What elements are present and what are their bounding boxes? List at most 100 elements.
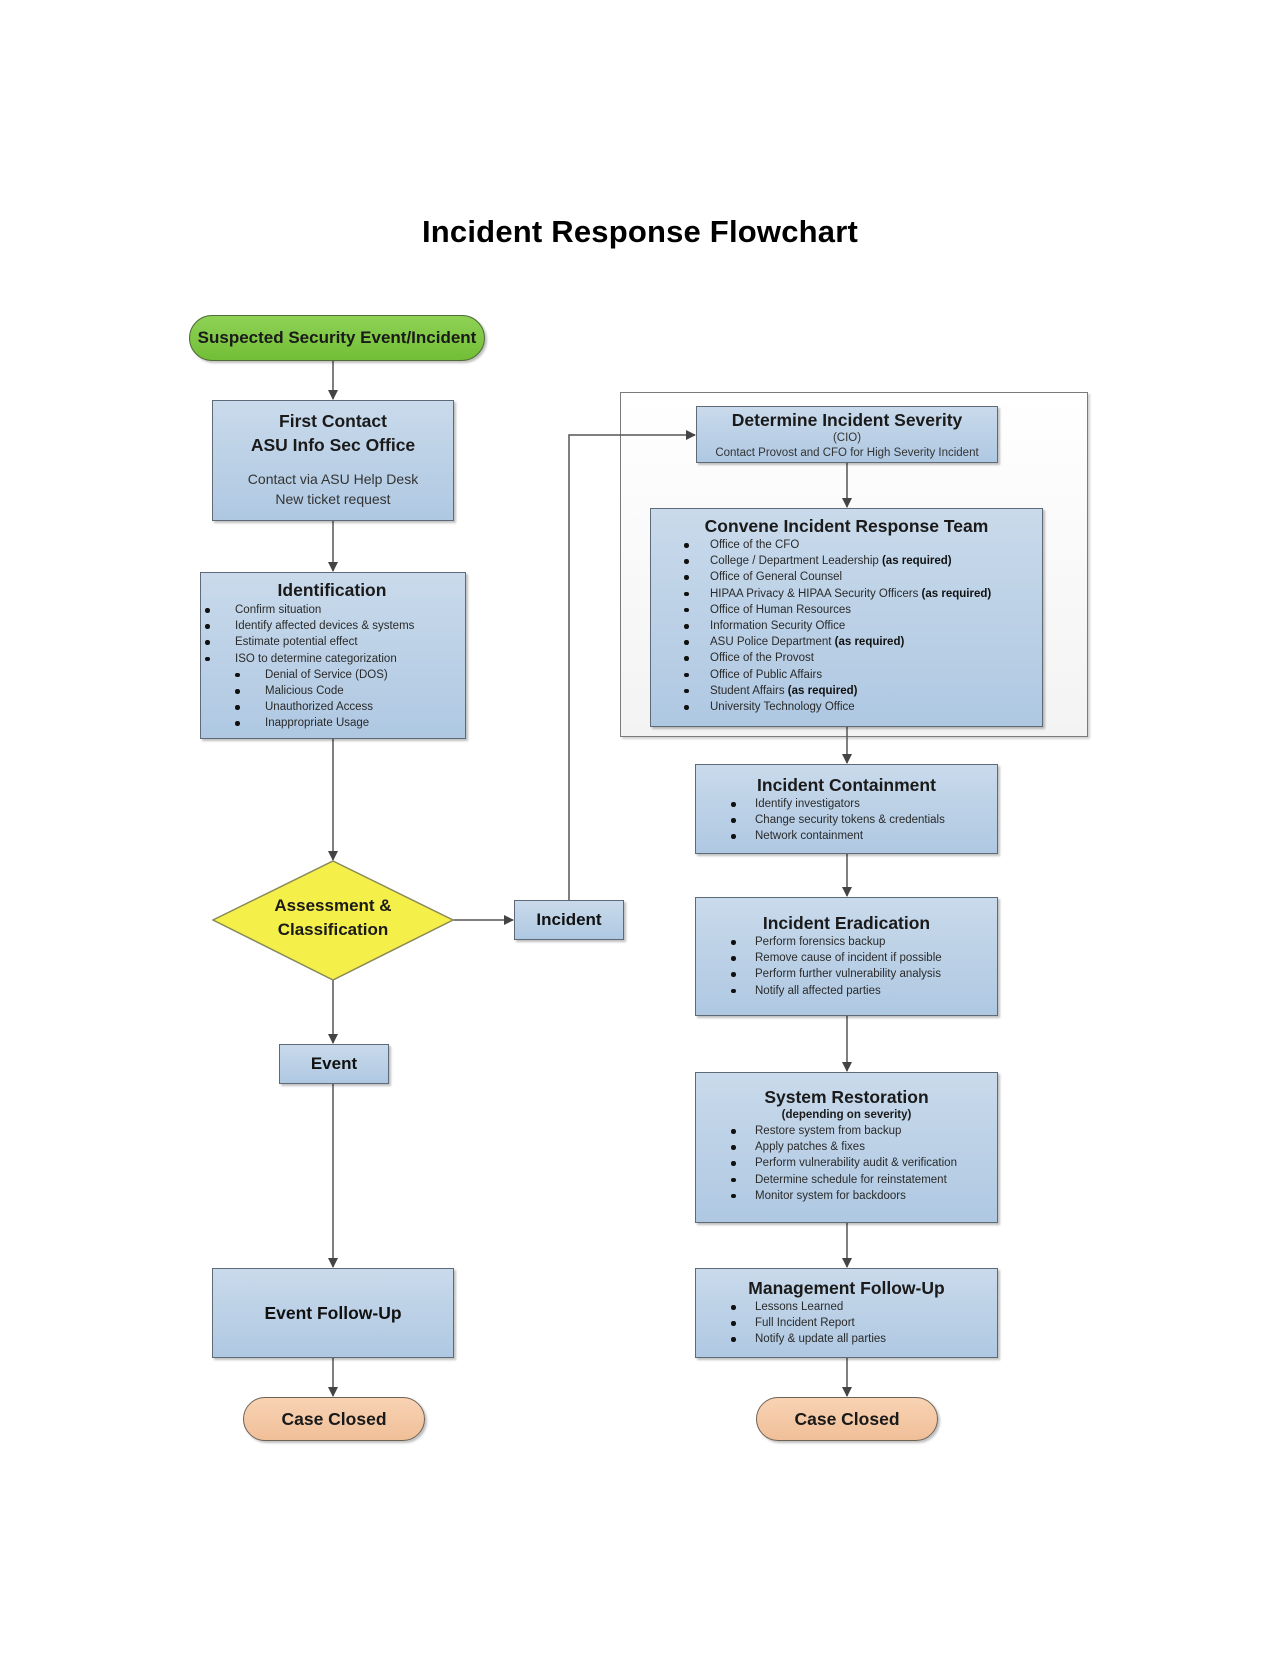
containment-box: Incident Containment Identify investigat… (695, 764, 998, 854)
bullet-icon (731, 972, 736, 977)
event-branch-label: Event (310, 1054, 358, 1073)
bullet-icon (684, 575, 689, 580)
bullet-icon (684, 607, 689, 613)
bullet-icon (684, 543, 689, 548)
list-item-text: Office of General Counsel (710, 571, 843, 584)
bullet-icon (731, 834, 736, 839)
severity-note: Contact Provost and CFO for High Severit… (715, 447, 979, 459)
list-item-text: Full Incident Report (755, 1317, 855, 1330)
list-item: Monitor system for backdoors (731, 1188, 989, 1204)
bullet-icon (731, 1321, 736, 1326)
bullet-icon (731, 1305, 736, 1310)
list-item-text: Unauthorized Access (265, 701, 374, 714)
bullet-icon (235, 689, 240, 694)
bullet-icon (731, 1161, 736, 1166)
response-team-box: Convene Incident Response Team Office of… (650, 508, 1043, 727)
bullet-icon (731, 1145, 736, 1150)
list-item-text: Notify all affected parties (755, 984, 881, 997)
list-item: Unauthorized Access (205, 699, 459, 715)
list-item-text: Apply patches & fixes (755, 1141, 865, 1154)
bullet-icon (684, 624, 689, 629)
severity-role: (CIO) (832, 432, 862, 444)
case-closed-left-label: Case Closed (281, 1408, 387, 1429)
eradication-box: Incident Eradication Perform forensics b… (695, 897, 998, 1016)
list-item: Office of the CFO (684, 537, 1032, 553)
first-contact-title: First Contact ASU Info Sec Office (213, 409, 453, 457)
restoration-title: System Restoration (764, 1087, 929, 1107)
management-title: Management Follow-Up (748, 1278, 945, 1298)
list-item-text: Denial of Service (DOS) (265, 668, 388, 681)
list-item-text: Confirm situation (235, 604, 322, 616)
list-item-text: HIPAA Privacy & HIPAA Security Officers (710, 587, 922, 600)
list-item: Perform further vulnerability analysis (731, 966, 989, 982)
list-item: University Technology Office (684, 699, 1032, 715)
list-item-note: (as required) (787, 684, 858, 697)
bullet-icon (731, 956, 736, 961)
restoration-box: System Restoration (depending on severit… (695, 1072, 998, 1223)
response-team-title: Convene Incident Response Team (704, 516, 989, 536)
list-item: HIPAA Privacy & HIPAA Security Officers … (684, 586, 1032, 602)
list-item: Office of General Counsel (684, 569, 1032, 585)
bullet-icon (205, 624, 210, 629)
decision-label: Assessment & Classification (233, 894, 433, 942)
bullet-icon (684, 640, 689, 645)
list-item: Inappropriate Usage (205, 715, 459, 731)
list-item: College / Department Leadership (as requ… (684, 553, 1032, 569)
bullet-icon (205, 656, 210, 662)
first-contact-title-line1: First Contact (279, 411, 387, 431)
list-item: Estimate potential effect (205, 634, 459, 650)
start-terminator: Suspected Security Event/Incident (189, 315, 485, 361)
eradication-title: Incident Eradication (762, 913, 931, 933)
page-title: Incident Response Flowchart (421, 214, 859, 249)
list-item-text: Perform forensics backup (755, 936, 886, 948)
case-closed-right-terminator: Case Closed (756, 1397, 938, 1441)
list-item: Restore system from backup (731, 1123, 989, 1139)
list-item-text: College / Department Leadership (710, 555, 882, 568)
list-item-text: Notify & update all parties (755, 1333, 887, 1346)
event-followup-box: Event Follow-Up (212, 1268, 454, 1358)
bullet-icon (731, 802, 736, 807)
first-contact-detail-line1: Contact via ASU Help Desk (247, 471, 419, 487)
list-item: ASU Police Department (as required) (684, 634, 1032, 650)
list-item: Office of the Provost (684, 650, 1032, 666)
bullet-icon (684, 591, 689, 597)
list-item: Identify investigators (731, 796, 989, 812)
restoration-subtitle: (depending on severity) (781, 1109, 912, 1121)
list-item: Notify all affected parties (731, 983, 989, 999)
list-item-text: Identify affected devices & systems (235, 620, 415, 633)
event-branch-box: Event (279, 1044, 389, 1084)
list-item: Office of Human Resources (684, 602, 1032, 618)
list-item: Remove cause of incident if possible (731, 950, 989, 966)
list-item: ISO to determine categorization (205, 651, 459, 667)
list-item-text: Lessons Learned (755, 1301, 844, 1313)
bullet-icon (205, 640, 210, 645)
case-closed-right-label: Case Closed (794, 1408, 900, 1429)
list-item-text: Office of the Provost (710, 652, 814, 665)
list-item: Determine schedule for reinstatement (731, 1172, 989, 1188)
list-item-text: Office of Human Resources (710, 603, 852, 616)
bullet-icon (235, 705, 240, 710)
list-item-text: Perform vulnerability audit & verificati… (755, 1157, 957, 1170)
list-item-text: Identify investigators (755, 798, 860, 810)
bullet-icon (684, 559, 689, 564)
bullet-icon (731, 818, 736, 823)
list-item: Perform forensics backup (731, 934, 989, 950)
first-contact-title-line2: ASU Info Sec Office (250, 435, 416, 455)
list-item-text: ASU Police Department (710, 636, 835, 649)
list-item: Change security tokens & credentials (731, 812, 989, 828)
list-item: Perform vulnerability audit & verificati… (731, 1155, 989, 1171)
list-item: Confirm situation (205, 602, 459, 618)
list-item: Information Security Office (684, 618, 1032, 634)
bullet-icon (235, 721, 240, 726)
case-closed-left-terminator: Case Closed (243, 1397, 425, 1441)
list-item: Identify affected devices & systems (205, 618, 459, 634)
bullet-icon (684, 672, 689, 678)
list-item-text: Determine schedule for reinstatement (755, 1173, 947, 1186)
bullet-icon (731, 988, 736, 994)
